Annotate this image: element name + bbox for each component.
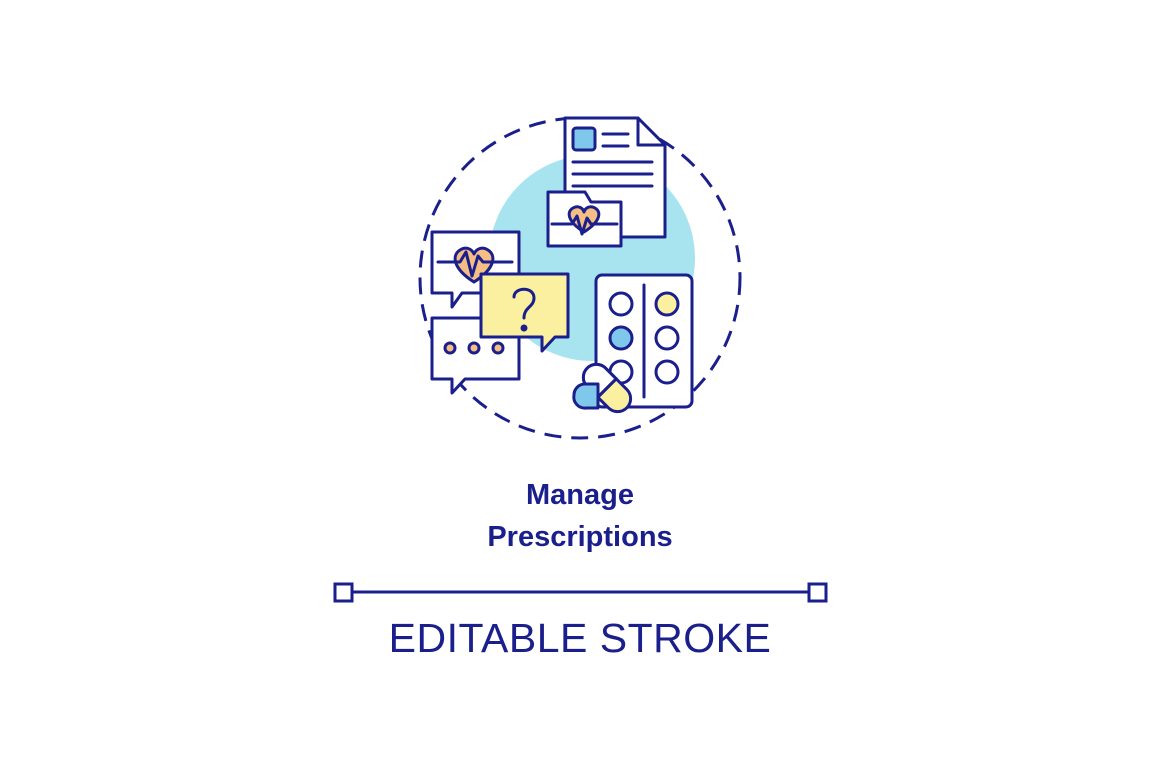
dashed-circle (418, 116, 742, 440)
pill-blister-icon (594, 273, 694, 409)
heart-folder-icon (546, 190, 623, 248)
capsule-icon (572, 362, 633, 414)
editable-stroke-label: EDITABLE STROKE (388, 615, 772, 661)
concept-title-line2: Prescriptions (487, 521, 673, 553)
question-chat-icon (479, 272, 570, 353)
stroke-handle-right[interactable] (807, 582, 828, 603)
concept-title-line1: Manage (526, 479, 634, 511)
editable-stroke-line (333, 582, 828, 603)
stroke-handle-left[interactable] (333, 582, 354, 603)
